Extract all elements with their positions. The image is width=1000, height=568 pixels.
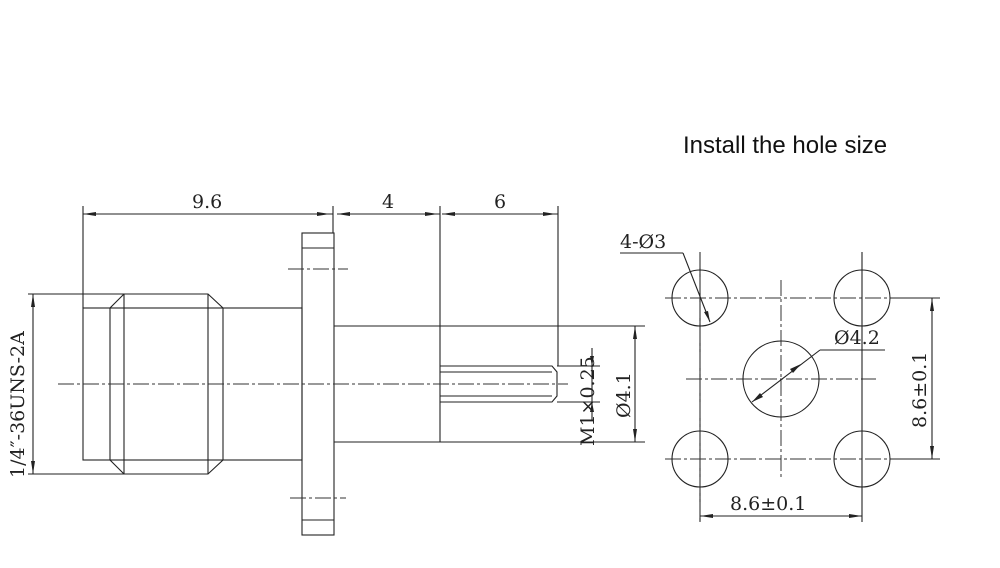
dim-4: 4 [382, 191, 394, 213]
thread-spec: 1/4″-36UNS-2A [7, 331, 29, 478]
body-diameter: Ø4.1 [613, 372, 635, 418]
center-hole [742, 340, 820, 418]
dim-9-6: 9.6 [192, 191, 222, 213]
diagram-title: Install the hole size [683, 132, 888, 159]
pin [440, 365, 558, 403]
dim-6: 6 [494, 191, 506, 213]
mount-hole [671, 269, 729, 327]
side-view: 9.6 4 6 1/4″-36UNS-2A M [7, 191, 645, 536]
pin-thread-spec: M1×0.25 [577, 356, 599, 446]
mount-hole-label: 4-Ø3 [620, 231, 666, 253]
center-hole-label: Ø4.2 [834, 327, 880, 349]
horizontal-spacing: 8.6±0.1 [730, 493, 806, 515]
vertical-spacing: 8.6±0.1 [909, 352, 931, 428]
mount-hole [671, 430, 729, 488]
hole-pattern: 4-Ø3 Ø4.2 8.6±0.1 8.6±0.1 [620, 231, 940, 522]
